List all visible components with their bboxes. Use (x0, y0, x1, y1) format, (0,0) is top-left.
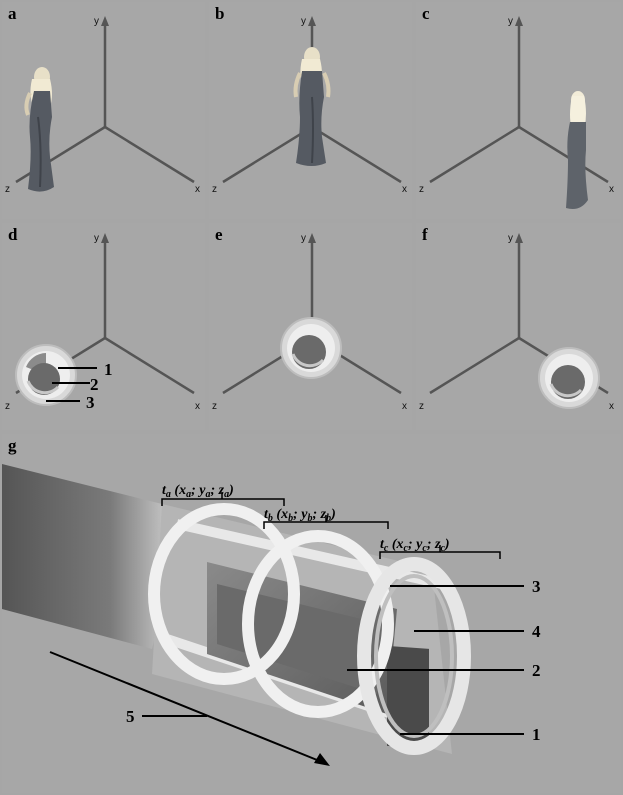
woman-figure (293, 47, 331, 166)
axis-z-label: z (419, 401, 424, 412)
axis-x-label: x (609, 401, 614, 412)
axis-z-label: z (5, 401, 10, 412)
panel-label-g: g (8, 436, 17, 455)
axis-x-label: x (402, 401, 407, 412)
end-plate (387, 645, 429, 749)
axes-f: y z x (419, 233, 614, 412)
motion-arrow (49, 651, 323, 763)
ring-b (242, 530, 394, 718)
axis-z-label: z (419, 184, 424, 195)
panel-f: y z x f (416, 223, 621, 430)
callout-1: 1 (104, 360, 113, 379)
axes-d: y z x 1 2 3 (5, 233, 200, 412)
brace-b (263, 515, 389, 529)
panel-label-d: d (8, 225, 18, 244)
axis-z-label: z (212, 184, 217, 195)
axis-y-label: y (301, 233, 306, 244)
callout-3: 3 (532, 577, 541, 596)
callout-3: 3 (86, 393, 95, 412)
sphere-model (15, 344, 77, 406)
axis-x-label: x (402, 184, 407, 195)
axis-z-label: z (212, 401, 217, 412)
woman-figure (566, 91, 588, 209)
callout-5: 5 (126, 707, 135, 726)
tube-body (2, 464, 182, 649)
panel-label-e: e (215, 225, 223, 244)
panel-g: ta (xa; ya; za) tb (xb; yb; zb) tc (xc; … (2, 434, 621, 793)
sphere-model (280, 317, 342, 379)
sphere-model (538, 347, 600, 409)
axis-y-label: y (508, 16, 513, 27)
panel-label-c: c (422, 4, 430, 23)
axis-x-label: x (195, 184, 200, 195)
callout-2: 2 (532, 661, 541, 680)
panel-b: y z x b (209, 2, 412, 219)
ring-c (357, 557, 471, 755)
axis-x-label: x (609, 184, 614, 195)
axes-c: y z x (419, 16, 614, 209)
ring-a (148, 503, 300, 685)
panel-label-f: f (422, 225, 428, 244)
axis-y-label: y (508, 233, 513, 244)
panel-label-a: a (8, 4, 17, 23)
axis-y-label: y (301, 16, 306, 27)
brace-c (379, 545, 501, 559)
panel-e: y z x e (209, 223, 412, 430)
panel-a: y z x a (2, 2, 205, 219)
cylinder-illustration: ta (xa; ya; za) tb (xb; yb; zb) tc (xc; … (2, 464, 541, 766)
callout-1: 1 (532, 725, 541, 744)
axis-y-label: y (94, 233, 99, 244)
callout-2: 2 (90, 375, 99, 394)
axes-a: y z x (5, 16, 200, 195)
label-tb: tb (xb; yb; zb) (264, 507, 336, 524)
label-ta: ta (xa; ya; za) (162, 483, 234, 500)
label-tc: tc (xc; yc; zc) (380, 537, 450, 554)
axis-x-label: x (195, 401, 200, 412)
callout-4: 4 (532, 622, 541, 641)
woman-figure (24, 67, 54, 192)
panel-label-b: b (215, 4, 225, 23)
panel-c: y z x c (416, 2, 621, 219)
axis-y-label: y (94, 16, 99, 27)
axis-z-label: z (5, 184, 10, 195)
axes-b: y z x (212, 16, 407, 195)
panel-d: y z x 1 2 3 d (2, 223, 205, 430)
brace-a (161, 492, 285, 506)
axes-e: y z x (212, 233, 407, 412)
